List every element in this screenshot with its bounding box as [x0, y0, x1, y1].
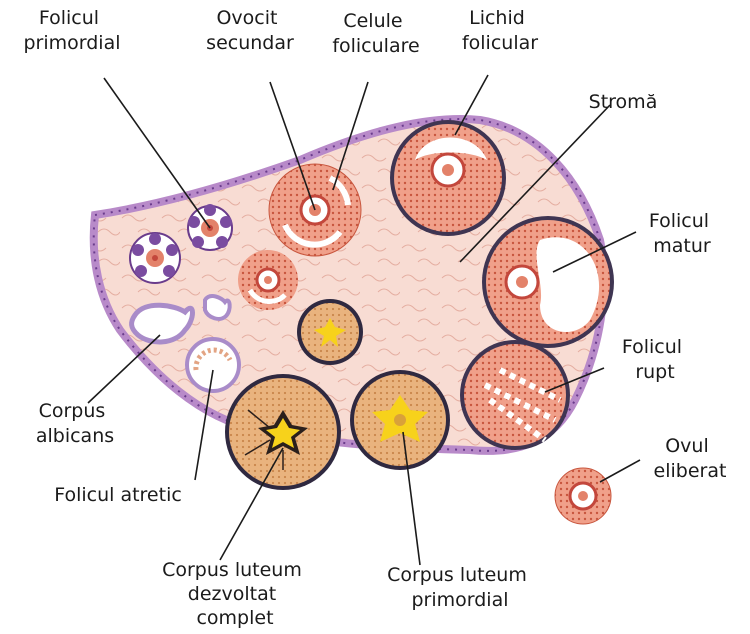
label-corpus-luteum-dezvoltat: Corpus luteum dezvoltat complet [162, 559, 308, 629]
mature-luteum-group [225, 374, 341, 490]
label-stroma: Stromă [589, 91, 658, 113]
label-ovocit-secundar: Ovocit secundar [206, 7, 294, 54]
released-ovum-group [555, 468, 611, 524]
atretic-follicle-group [187, 339, 239, 391]
label-celule-foliculare: Celule foliculare [332, 10, 419, 57]
primordial-luteum-group [350, 370, 450, 470]
label-lichid-folicular: Lichid folicular [462, 7, 538, 54]
antral-follicle-group [390, 120, 506, 236]
label-ovul-eliberat: Ovul eliberat [654, 435, 727, 482]
label-corpus-albicans: Corpus albicans [36, 400, 114, 447]
mature-follicle-group [482, 216, 614, 348]
label-folicul-rupt: Folicul rupt [622, 336, 688, 383]
label-folicul-atretic: Folicul atretic [54, 484, 182, 506]
label-folicul-matur: Folicul matur [649, 210, 715, 257]
ruptured-follicle-group [460, 340, 570, 450]
label-corpus-luteum-primordial: Corpus luteum primordial [387, 564, 533, 611]
small-luteum-group [297, 299, 363, 365]
label-folicul-primordial: Folicul primordial [23, 7, 120, 54]
